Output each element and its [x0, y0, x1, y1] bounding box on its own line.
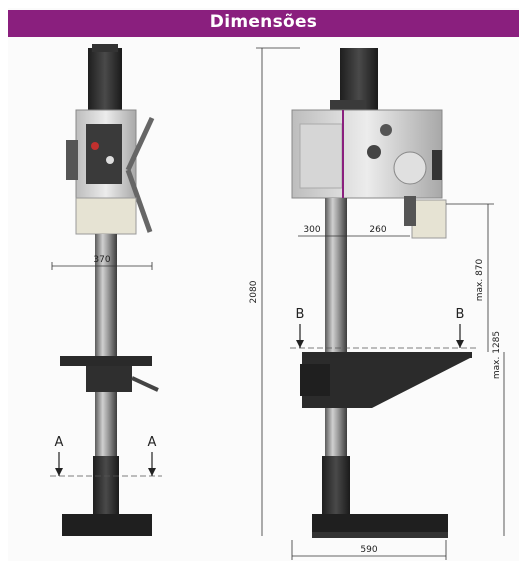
side-section-arrowhead-right — [456, 340, 464, 348]
front-base — [62, 514, 152, 536]
side-lower-column — [322, 456, 350, 514]
side-column — [325, 198, 347, 456]
side-dim-2080-label: 2080 — [249, 280, 259, 303]
front-section-arrowhead-left — [55, 468, 63, 476]
side-table-collar — [300, 364, 330, 396]
side-section-arrowhead-left — [296, 340, 304, 348]
side-spindle — [404, 196, 416, 226]
front-motor-cap — [92, 44, 118, 52]
side-dim-870-label: max. 870 — [475, 258, 485, 301]
side-table-top — [302, 352, 472, 358]
title-bar: Dimensões — [8, 10, 519, 34]
front-feed-lever-2 — [125, 169, 153, 233]
side-switch — [432, 150, 442, 180]
front-dial — [106, 156, 114, 164]
title-underline — [8, 34, 519, 37]
side-dim-590-label: 590 — [360, 545, 377, 555]
side-motor — [340, 48, 378, 110]
front-dim-370-label: 370 — [93, 255, 110, 265]
front-column — [95, 234, 117, 456]
front-view: 370 A A — [50, 44, 162, 536]
page-title: Dimensões — [209, 12, 318, 32]
side-base — [312, 514, 448, 536]
side-section-label-right: B — [456, 307, 465, 322]
side-quill-housing — [393, 151, 427, 185]
front-emergency-stop — [91, 142, 99, 150]
side-base-foot — [312, 532, 448, 538]
side-dial-1 — [380, 124, 392, 136]
front-table — [60, 356, 152, 366]
side-dim-300-label: 300 — [303, 225, 320, 235]
front-feed-lever — [125, 116, 155, 172]
front-section-label-left: A — [55, 435, 64, 450]
front-lower-column — [93, 456, 119, 514]
front-lower-guard — [75, 197, 137, 235]
front-control-panel — [86, 124, 122, 184]
side-head-inner — [299, 123, 343, 189]
side-motor-base — [330, 100, 366, 110]
front-table-crank — [131, 376, 159, 392]
side-view: 2080 300 260 max. 870 max. 1285 590 B B — [249, 47, 505, 560]
side-dial-2 — [367, 145, 381, 159]
side-guard — [411, 199, 447, 239]
front-section-label-right: A — [148, 435, 157, 450]
front-side-box — [66, 140, 78, 180]
side-dim-1285-label: max. 1285 — [492, 331, 502, 379]
front-table-arm — [86, 366, 132, 392]
front-section-arrowhead-right — [148, 468, 156, 476]
front-motor — [88, 48, 122, 110]
side-dim-260-label: 260 — [369, 225, 386, 235]
side-section-label-left: B — [296, 307, 305, 322]
side-table-arm — [302, 358, 470, 408]
